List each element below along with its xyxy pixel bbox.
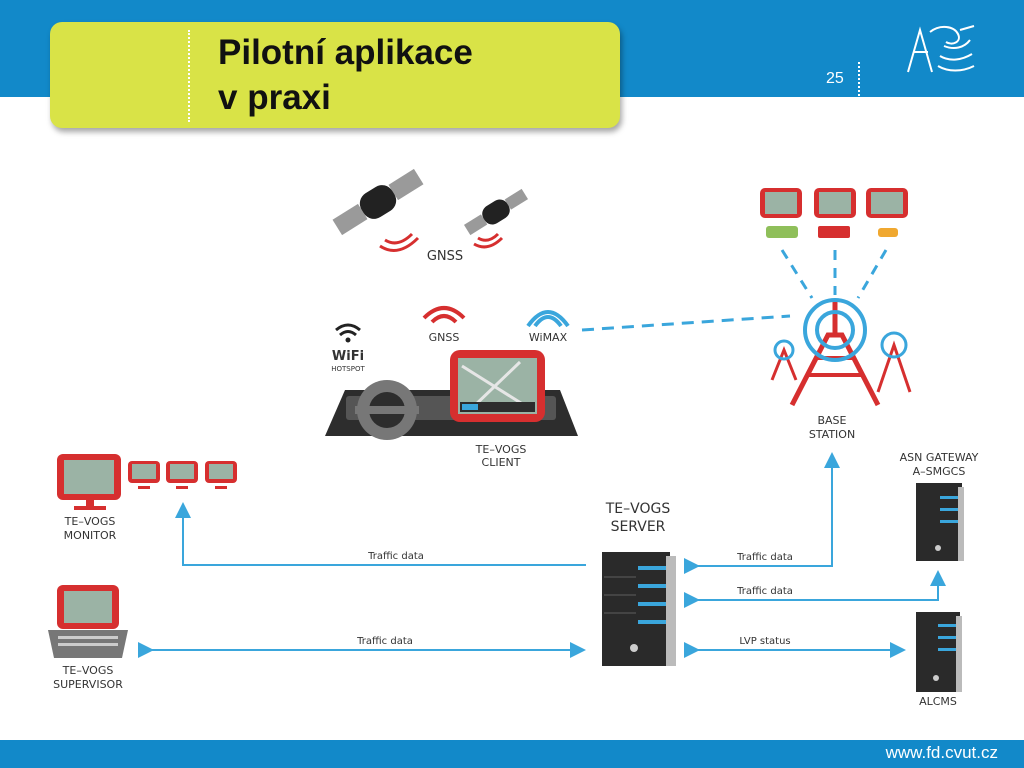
client-label-1: TE–VOGS [475, 443, 527, 456]
arrow-server-to-monitor [175, 502, 586, 566]
title-line-1: Pilotní aplikace [218, 33, 473, 72]
title-line-2: v praxi [218, 78, 331, 117]
arrow-asn-server [684, 570, 946, 608]
client-device-icon [450, 350, 545, 422]
satellite-large-icon [332, 168, 424, 252]
base-label-2: STATION [809, 428, 855, 441]
client-label-2: CLIENT [482, 456, 521, 469]
server-label-2: SERVER [611, 519, 666, 535]
page-number: 25 [826, 70, 844, 87]
traffic-monitor-label: Traffic data [367, 551, 424, 562]
vehicle-monitor-3-icon [866, 188, 908, 237]
traffic-base-label: Traffic data [736, 552, 793, 563]
gnss-car-label: GNSS [429, 331, 460, 344]
traffic-supervisor-label: Traffic data [356, 636, 413, 647]
footer-url[interactable]: www.fd.cvut.cz [885, 743, 998, 762]
alcms-label: ALCMS [919, 695, 957, 708]
slide-title: Pilotní aplikace v praxi [218, 30, 473, 120]
vehicle-monitor-2-icon [814, 188, 856, 238]
wimax-link [581, 314, 791, 332]
traffic-asn-label: Traffic data [736, 586, 793, 597]
monitor-small-icons [128, 461, 237, 489]
wimax-signal-icon [526, 310, 570, 328]
wifi-icon [335, 323, 361, 343]
satellite-small-icon [463, 188, 529, 249]
server-icon [602, 552, 676, 666]
footer-bar: www.fd.cvut.cz [0, 740, 1024, 768]
page-divider [858, 62, 860, 96]
server-label-1: TE–VOGS [605, 501, 671, 517]
gnss-signal-icon [422, 306, 466, 324]
asn-gateway-server-icon [916, 483, 964, 561]
title-panel: Pilotní aplikace v praxi [50, 22, 620, 128]
university-logo-icon [907, 25, 975, 73]
vehicle-links [780, 249, 888, 299]
header-bar: Pilotní aplikace v praxi 25 [0, 0, 1024, 128]
asn-label-2: A–SMGCS [913, 465, 966, 478]
title-divider [188, 30, 190, 122]
wifi-label: WiFi [332, 349, 364, 364]
system-diagram: GNSS WiFi HOTSPOT GNSS WiMAX TE–VOGS CLI… [48, 168, 979, 708]
monitor-label-2: MONITOR [64, 529, 117, 542]
supervisor-label-1: TE–VOGS [62, 664, 114, 677]
base-station-tower-icon [770, 298, 912, 407]
alcms-server-icon [916, 612, 962, 692]
gnss-top-label: GNSS [427, 249, 463, 264]
supervisor-label-2: SUPERVISOR [53, 678, 123, 691]
monitor-label-1: TE–VOGS [64, 515, 116, 528]
supervisor-laptop-icon [48, 585, 128, 658]
wimax-label: WiMAX [529, 331, 568, 344]
asn-label-1: ASN GATEWAY [900, 451, 979, 464]
base-label-1: BASE [817, 414, 846, 427]
monitor-main-icon [57, 454, 121, 510]
vehicle-monitor-1-icon [760, 188, 802, 238]
lvp-status-label: LVP status [739, 636, 790, 647]
hotspot-label: HOTSPOT [331, 365, 365, 373]
arrow-server-to-base [684, 452, 840, 574]
